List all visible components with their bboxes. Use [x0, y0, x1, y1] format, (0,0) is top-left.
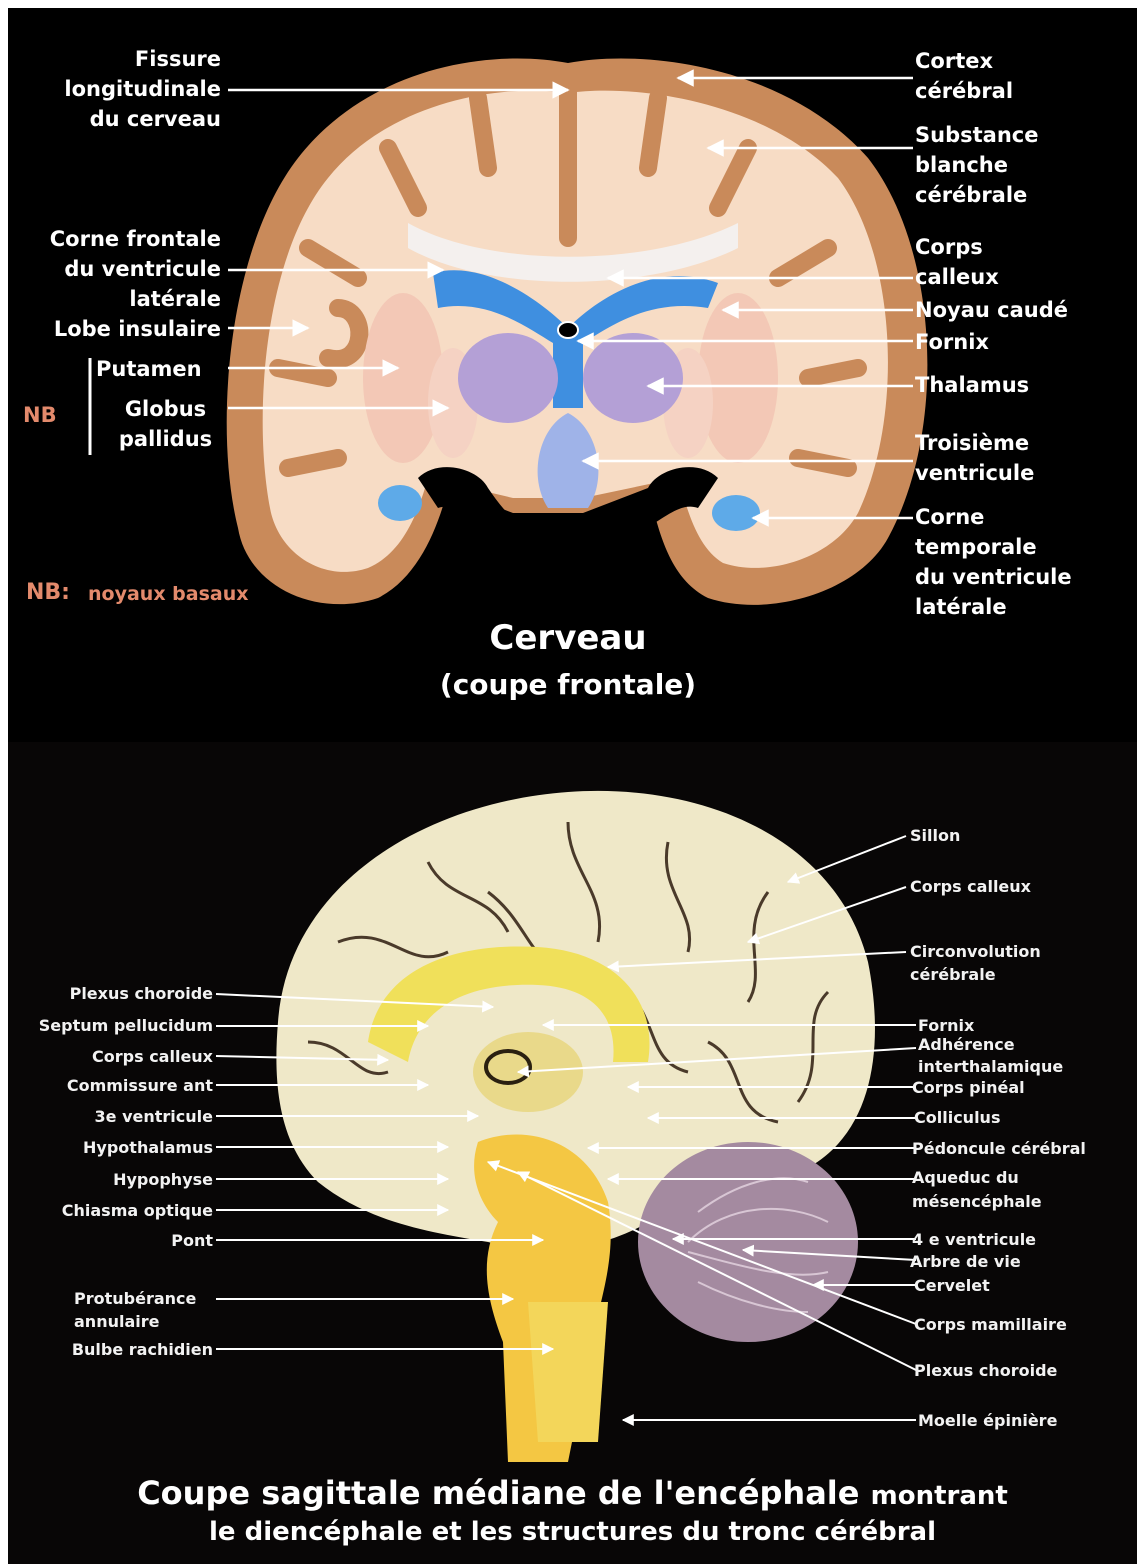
label-cortex-cerebral: Cortex cérébral: [915, 46, 1013, 106]
label-plexus-choroide-left: Plexus choroide: [8, 982, 213, 1005]
label-corps-calleux-right: Corps calleux: [910, 875, 1031, 898]
label-cervelet: Cervelet: [914, 1274, 990, 1297]
label-4e-ventricule: 4 e ventricule: [912, 1228, 1036, 1251]
label-plexus-choroide-right: Plexus choroide: [914, 1359, 1057, 1382]
label-corps-mamillaire: Corps mamillaire: [914, 1313, 1067, 1336]
label-colliculus: Colliculus: [914, 1106, 1000, 1129]
frontal-title: Cerveau: [388, 618, 748, 658]
label-bulbe-rachidien: Bulbe rachidien: [8, 1338, 213, 1361]
label-lobe-insulaire: Lobe insulaire: [8, 314, 221, 344]
label-nb: NB: [23, 400, 57, 430]
label-substance-blanche: Substance blanche cérébrale: [915, 120, 1038, 210]
legend-nb-text: noyaux basaux: [88, 583, 249, 605]
label-globus-pallidus: Globus pallidus: [108, 394, 223, 454]
frontal-section-panel: Fissure longitudinale du cerveau Corne f…: [8, 8, 1137, 742]
label-hypothalamus: Hypothalamus: [8, 1136, 213, 1159]
label-septum-pellucidum: Septum pellucidum: [8, 1014, 213, 1037]
label-noyau-caude: Noyau caudé: [915, 295, 1068, 325]
label-protuberance-annulaire: Protubérance annulaire: [74, 1287, 196, 1333]
label-chiasma-optique: Chiasma optique: [8, 1199, 213, 1222]
label-fornix: Fornix: [915, 327, 989, 357]
fornix-shape: [558, 322, 578, 338]
label-moelle-epiniere: Moelle épinière: [918, 1409, 1057, 1432]
temporal-horn-right: [712, 495, 760, 531]
label-corps-pineal: Corps pinéal: [912, 1076, 1025, 1099]
label-adherence-interthalamique: Adhérence interthalamique: [918, 1034, 1063, 1078]
label-thalamus: Thalamus: [915, 370, 1029, 400]
label-sillon: Sillon: [910, 824, 960, 847]
cerebellum-shape: [638, 1142, 858, 1342]
label-pedoncule-cerebral: Pédoncule cérébral: [912, 1137, 1086, 1160]
label-fissure-longitudinale: Fissure longitudinale du cerveau: [26, 44, 221, 134]
label-3e-ventricule: 3e ventricule: [8, 1105, 213, 1128]
label-aqueduc-mesencephale: Aqueduc du mésencéphale: [912, 1166, 1042, 1214]
label-arbre-de-vie: Arbre de vie: [910, 1250, 1021, 1273]
label-corps-calleux-left: Corps calleux: [8, 1045, 213, 1068]
spinal-cord-shape: [528, 1302, 608, 1442]
label-corne-frontale: Corne frontale du ventricule latérale: [8, 224, 221, 314]
frontal-subtitle: (coupe frontale): [388, 668, 748, 701]
label-corps-calleux: Corps calleux: [915, 232, 999, 292]
legend-nb-key: NB:: [26, 580, 70, 605]
label-hypophyse: Hypophyse: [8, 1168, 213, 1191]
label-pont: Pont: [8, 1229, 213, 1252]
label-commissure-ant: Commissure ant: [8, 1074, 213, 1097]
sagittal-title-line1: Coupe sagittale médiane de l'encéphale m…: [8, 1474, 1137, 1512]
sagittal-section-panel: Plexus choroide Septum pellucidum Corps …: [8, 742, 1137, 1564]
label-troisieme-ventricule: Troisième ventricule: [915, 428, 1034, 488]
sagittal-title-rest: montrant: [871, 1481, 1008, 1511]
label-putamen: Putamen: [96, 354, 202, 384]
sagittal-title-bold: Coupe sagittale médiane de l'encéphale: [137, 1474, 859, 1512]
sagittal-title-line2: le diencéphale et les structures du tron…: [8, 1517, 1137, 1547]
thalamus-shape: [458, 333, 558, 423]
label-circonvolution-cerebrale: Circonvolution cérébrale: [910, 940, 1041, 986]
temporal-horn-left: [378, 485, 422, 521]
label-corne-temporale: Corne temporale du ventricule latérale: [915, 502, 1072, 622]
